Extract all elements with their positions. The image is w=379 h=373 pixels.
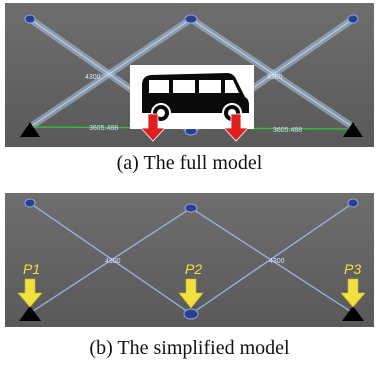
dimension-label-left: 3605.488 bbox=[89, 125, 118, 132]
support-triangle-icon bbox=[342, 306, 364, 321]
load-label-p2: P2 bbox=[185, 261, 202, 277]
member-label-left: 4300 bbox=[85, 74, 101, 81]
full-model-diagram: 3605.488 3605.488 4300 4300 bbox=[20, 14, 363, 142]
node-top-left bbox=[24, 14, 36, 24]
member-label-right: 4300 bbox=[269, 258, 285, 265]
truss-nodes bbox=[24, 14, 359, 136]
node-top-middle bbox=[184, 14, 198, 24]
node-top-left bbox=[24, 198, 36, 208]
car-load-arrows bbox=[140, 113, 249, 142]
load-arrow-icon bbox=[17, 278, 43, 308]
simplified-model-panel: 4300 4300 P1 P2 P3 bbox=[5, 193, 374, 327]
van-icon bbox=[130, 65, 254, 129]
truss-nodes bbox=[24, 198, 359, 320]
simplified-model-diagram: 4300 4300 P1 P2 P3 bbox=[17, 198, 366, 321]
yellow-load-arrows bbox=[17, 278, 366, 309]
node-top-right bbox=[347, 14, 359, 24]
load-arrow-icon bbox=[223, 113, 249, 142]
truss-members-thin bbox=[29, 202, 354, 315]
member-label-left: 4300 bbox=[105, 258, 121, 265]
load-arrow-icon bbox=[340, 278, 366, 308]
support-triangle-icon bbox=[343, 122, 363, 137]
node-top-right bbox=[347, 198, 359, 208]
member-label-right: 4300 bbox=[267, 74, 283, 81]
load-arrow-icon bbox=[178, 278, 204, 309]
support-triangle-icon bbox=[20, 122, 40, 137]
full-model-panel: 3605.488 3605.488 4300 4300 bbox=[5, 3, 374, 147]
load-label-p1: P1 bbox=[23, 261, 40, 277]
load-label-p3: P3 bbox=[344, 261, 361, 277]
node-bottom-middle bbox=[183, 308, 199, 320]
dimension-label-right: 3605.488 bbox=[273, 127, 302, 134]
node-top-middle bbox=[184, 203, 198, 213]
caption-full-model: (a) The full model bbox=[116, 152, 263, 174]
support-triangle-icon bbox=[19, 306, 41, 321]
load-arrow-icon bbox=[140, 113, 166, 142]
caption-simplified-model: (b) The simplified model bbox=[89, 337, 290, 359]
